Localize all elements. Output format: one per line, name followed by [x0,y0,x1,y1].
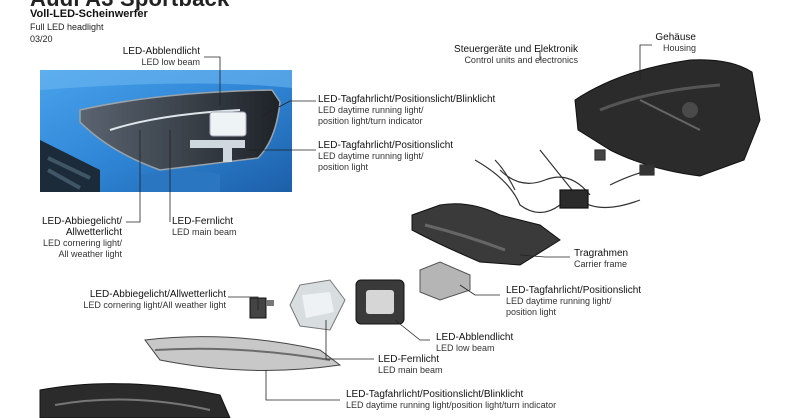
label-main-beam-top: LED-Fernlicht LED main beam [172,216,237,237]
label-cornering-top: LED-Abbiegelicht/ Allwetterlicht LED cor… [41,216,122,259]
low-beam-part [355,279,405,325]
cornering-part [249,297,274,319]
drl-mid-part [419,261,471,301]
label-cornering-mid: LED-Abbiegelicht/Allwetterlicht LED corn… [83,289,226,310]
drl-strip-part [144,336,342,371]
housing-part [574,59,761,177]
label-low-beam-mid: LED-Abblendlicht LED low beam [436,332,514,353]
date-label: 03/20 [30,34,53,44]
subtitle-german: Voll-LED-Scheinwerfer [30,8,148,20]
car-headlight-photo [40,70,292,192]
label-control-units: Steuergeräte und Elektronik Control unit… [454,44,578,65]
label-drl-top: LED-Tagfahrlicht/Positionslicht LED dayt… [318,140,454,172]
leader-lines [126,44,652,401]
subtitle-english: Full LED headlight [30,22,104,32]
label-drl-blinker-top: LED-Tagfahrlicht/Positionslicht/Blinklic… [318,94,496,126]
label-housing: Gehäuse Housing [655,32,696,53]
front-lens-part [39,383,231,418]
main-beam-part [289,279,346,331]
label-low-beam-top: LED-Abblendlicht LED low beam [122,46,200,67]
carrier-frame-part [411,203,561,266]
label-drl-mid: LED-Tagfahrlicht/Positionslicht LED dayt… [506,285,642,317]
control-units-part [474,149,655,214]
label-drl-blinker-bottom: LED-Tagfahrlicht/Positionslicht/Blinklic… [346,389,557,410]
page-title: Audi A3 Sportback [30,0,229,12]
label-carrier-frame: Tragrahmen Carrier frame [574,248,629,269]
label-main-beam-mid: LED-Fernlicht LED main beam [378,354,443,375]
